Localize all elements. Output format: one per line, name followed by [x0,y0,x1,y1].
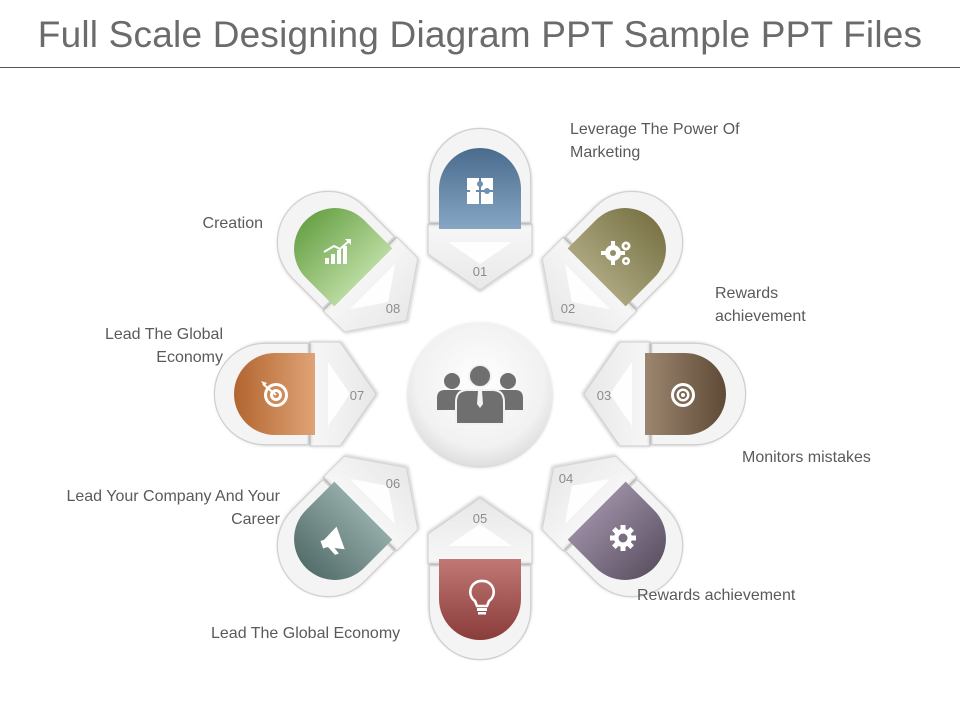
arrow-step-07 [309,341,377,447]
growth-chart-icon [323,239,351,264]
arrow-step-02 [541,236,638,333]
step-number-03: 03 [597,388,611,403]
gear-icon [610,525,636,551]
step-number-06: 06 [386,476,400,491]
center-hub [408,322,552,466]
arrow-step-08 [322,236,419,333]
dartboard-icon [261,381,288,407]
label-step-03: Monitors mistakes [742,449,871,466]
step-number-07: 07 [350,388,364,403]
lightbulb-icon [469,579,495,615]
label-step-08: Creation [202,215,263,232]
slide-title: Full Scale Designing Diagram PPT Sample … [37,14,923,55]
megaphone-icon [320,526,345,555]
label-step-04: Rewards achievement [637,587,796,604]
tab-step-01 [428,127,532,229]
arrow-step-04 [541,455,638,552]
label-step-02: Rewards achievement [715,285,806,325]
step-number-01: 01 [473,264,487,279]
arrow-step-01 [427,223,533,291]
gears-icon [601,241,631,265]
label-step-01: Leverage The Power Of Marketing [570,121,740,161]
step-number-05: 05 [473,511,487,526]
label-step-06: Lead Your Company And Your Career [66,488,280,528]
arrow-step-05 [427,497,533,565]
target-icon [671,383,695,407]
step-number-02: 02 [561,301,575,316]
arrow-step-03 [583,341,651,447]
people-group-icon [437,364,523,425]
step-number-04: 04 [559,471,573,486]
label-step-07: Lead The Global Economy [104,326,223,366]
title-divider [0,67,960,68]
tab-step-03 [645,342,747,446]
puzzle-icon [467,178,493,204]
step-number-08: 08 [386,301,400,316]
label-step-05: Lead The Global Economy [211,625,401,642]
